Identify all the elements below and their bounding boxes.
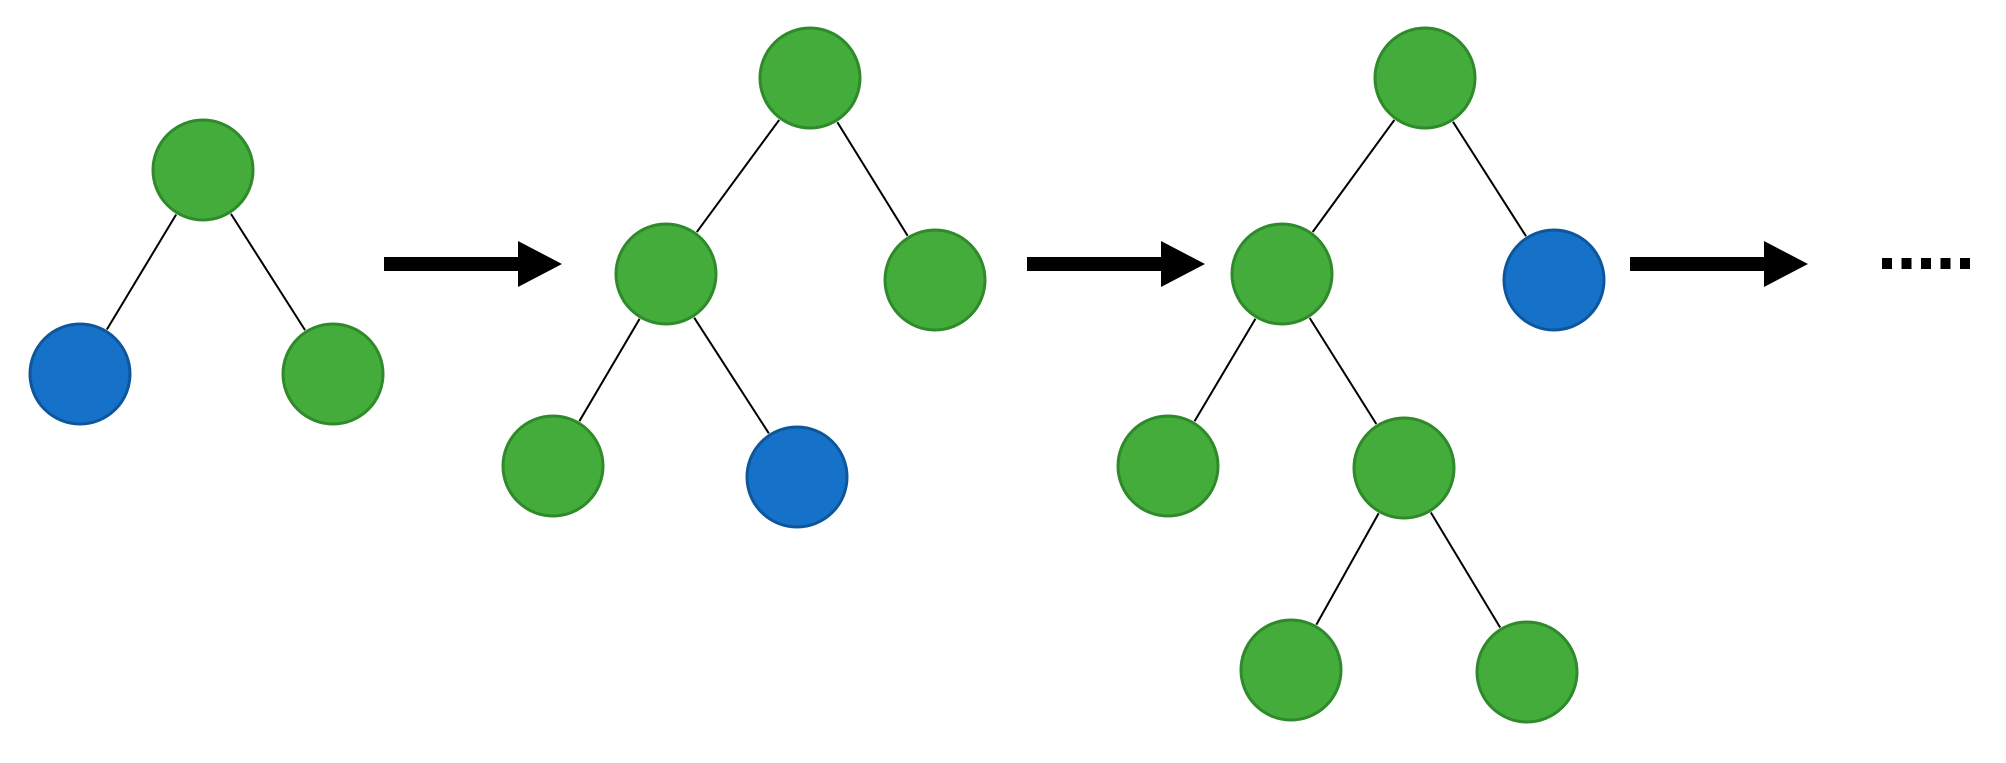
tree-3-edge-4	[1308, 317, 1378, 425]
tree-3-edge-2	[1452, 121, 1527, 237]
tree-3-edge-6	[1429, 512, 1502, 628]
tree-1-node-1-green	[151, 118, 255, 222]
ellipsis-dot-2	[1901, 258, 1912, 269]
tree-3-node-6-green	[1239, 618, 1343, 722]
tree-1-edge-1	[105, 214, 178, 330]
ellipsis-dot-3	[1921, 258, 1931, 269]
tree-2-node-3-green	[883, 228, 987, 332]
arrow-2-shaft	[1027, 257, 1161, 271]
tree-2-edge-2	[836, 121, 909, 237]
tree-3-edge-5	[1315, 512, 1380, 626]
arrow-3-head	[1764, 241, 1808, 287]
tree-1-node-2-blue	[28, 322, 132, 426]
arrow-2-head	[1161, 241, 1205, 287]
tree-2-node-4-green	[501, 414, 605, 518]
ellipsis-dot-1	[1882, 258, 1892, 269]
arrow-1-shaft	[384, 257, 518, 271]
ellipsis-dot-4	[1940, 258, 1951, 269]
nodes-layer	[28, 26, 1606, 724]
transition-arrow-3	[1630, 241, 1808, 287]
tree-3-node-7-green	[1475, 620, 1579, 724]
arrow-3-shaft	[1630, 257, 1764, 271]
arrows-layer	[384, 241, 1808, 287]
tree-1-node-3-green	[281, 322, 385, 426]
tree-3-node-2-green	[1230, 222, 1334, 326]
tree-3-edge-3	[1193, 318, 1257, 422]
edges-layer	[105, 119, 1527, 628]
tree-3-node-5-green	[1352, 416, 1456, 520]
tree-2-edge-1	[695, 119, 781, 233]
tree-2-edge-3	[578, 318, 641, 422]
tree-3-node-1-green	[1373, 26, 1477, 130]
tree-2-node-1-green	[758, 26, 862, 130]
transition-arrow-2	[1027, 241, 1205, 287]
tree-3-node-4-green	[1116, 414, 1220, 518]
continuation-ellipsis	[1882, 258, 1970, 269]
tree-2-node-2-green	[614, 222, 718, 326]
ellipsis-dot-5	[1960, 258, 1970, 269]
tree-1-edge-2	[230, 213, 306, 331]
tree-2-edge-4	[693, 317, 770, 434]
tree-3-node-3-blue	[1502, 228, 1606, 332]
arrow-1-head	[518, 241, 562, 287]
transition-arrow-1	[384, 241, 562, 287]
tree-3-edge-1	[1311, 119, 1396, 233]
tree-2-node-5-blue	[745, 425, 849, 529]
